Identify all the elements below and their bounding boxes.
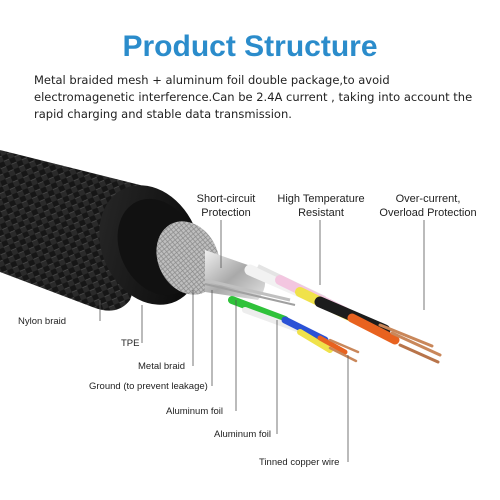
callout-lines: [99, 220, 425, 462]
label-metal-braid: Metal braid: [138, 361, 185, 372]
feature-line: Over-current,: [395, 193, 461, 205]
data-wire-bundle: [228, 296, 348, 355]
label-ground: Ground (to prevent leakage): [89, 381, 208, 392]
copper-leads-upper: [378, 323, 442, 364]
feature-line: High Temperature: [277, 193, 365, 205]
feature-line: Overload Protection: [379, 207, 477, 219]
feature-line: Protection: [201, 207, 251, 219]
copper-leads-lower: [328, 338, 360, 363]
feature-high-temperature: High Temperature Resistant: [262, 192, 380, 220]
label-tinned-copper-wire: Tinned copper wire: [259, 457, 340, 468]
label-aluminum-foil-1: Aluminum foil: [166, 406, 224, 417]
label-tpe: TPE: [121, 338, 140, 349]
page-title: Product Structure: [122, 30, 378, 63]
metal-braid-mesh: [156, 221, 220, 295]
product-description: Metal braided mesh + aluminum foil doubl…: [34, 73, 473, 121]
ground-strands: [204, 278, 296, 306]
label-nylon-braid: Nylon braid: [18, 316, 67, 327]
feature-over-current: Over-current, Overload Protection: [362, 192, 494, 220]
feature-line: Short-circuit: [196, 193, 256, 205]
power-wire-bundle: [244, 264, 400, 345]
label-aluminum-foil-2: Aluminum foil: [214, 429, 272, 440]
feature-short-circuit: Short-circuit Protection: [172, 192, 280, 220]
feature-line: Resistant: [298, 207, 344, 219]
